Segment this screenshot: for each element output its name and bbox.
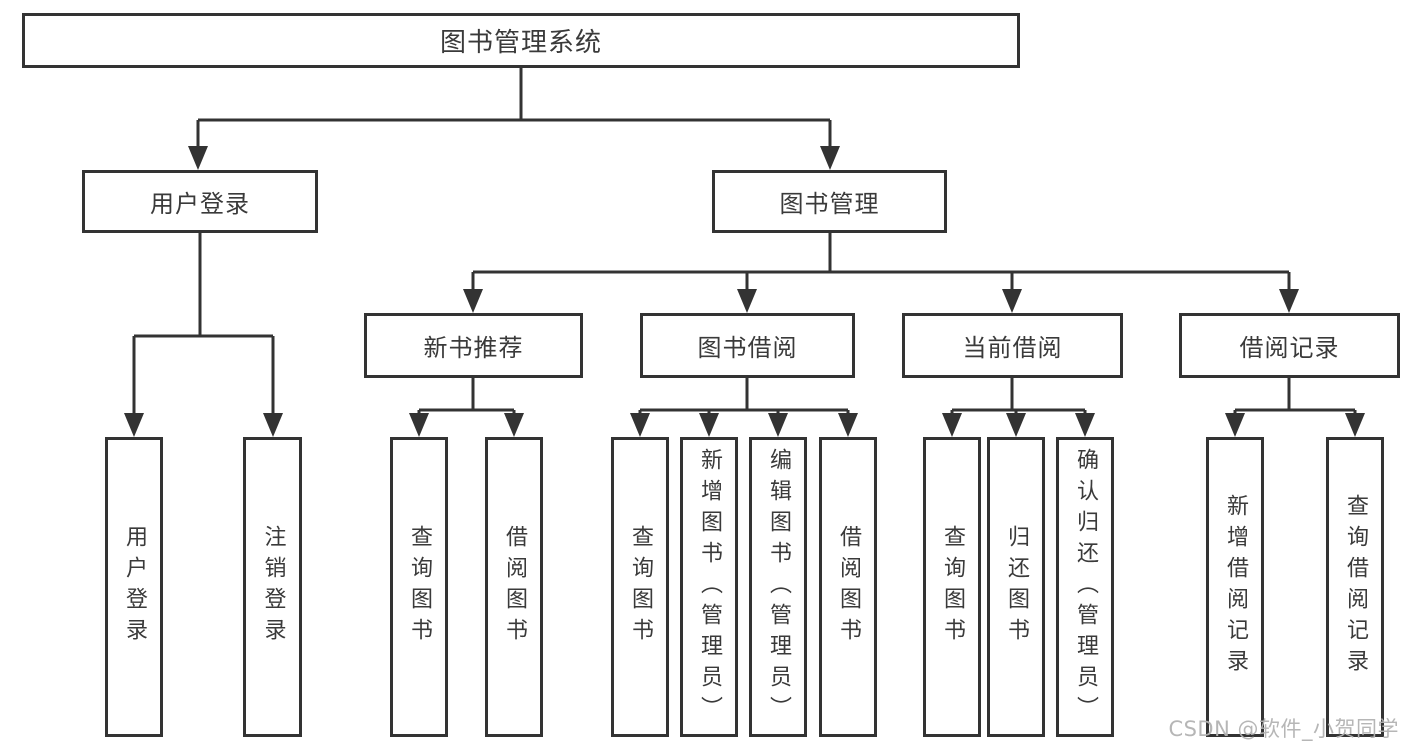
leaf-borrow-books-recommend: 借阅图书: [485, 437, 543, 737]
leaf-query-borrow-record: 查询借阅记录: [1326, 437, 1384, 737]
leaf-add-borrow-record: 新增借阅记录: [1206, 437, 1264, 737]
node-user-login: 用户登录: [82, 170, 318, 233]
node-label: 查询图书: [407, 525, 432, 649]
leaf-edit-books-admin: 编辑图书（管理员）: [749, 437, 807, 737]
node-label: 查询借阅记录: [1343, 494, 1368, 680]
node-label: 当前借阅: [962, 334, 1063, 362]
node-label: 借阅图书: [502, 525, 527, 649]
node-label: 借阅记录: [1239, 334, 1340, 362]
node-label: 查询图书: [628, 525, 653, 649]
leaf-add-books-admin: 新增图书（管理员）: [680, 437, 738, 737]
node-label: 注销登录: [260, 525, 286, 649]
node-label: 查询图书: [940, 525, 965, 649]
node-label: 编辑图书（管理员）: [766, 447, 791, 727]
node-label: 新增借阅记录: [1223, 494, 1248, 680]
leaf-confirm-return-admin: 确认归还（管理员）: [1056, 437, 1114, 737]
node-library-management-system: 图书管理系统: [22, 13, 1020, 68]
node-label: 归还图书: [1004, 525, 1029, 649]
node-new-book-recommendation: 新书推荐: [364, 313, 583, 378]
node-book-management: 图书管理: [712, 170, 947, 233]
leaf-query-books-borrow: 查询图书: [611, 437, 669, 737]
leaf-query-books-current: 查询图书: [923, 437, 981, 737]
node-label: 图书借阅: [697, 334, 798, 362]
node-borrowing-records: 借阅记录: [1179, 313, 1400, 378]
leaf-query-books-recommend: 查询图书: [390, 437, 448, 737]
leaf-borrow-books: 借阅图书: [819, 437, 877, 737]
leaf-return-books: 归还图书: [987, 437, 1045, 737]
node-label: 图书管理: [779, 190, 880, 218]
node-label: 图书管理系统: [439, 28, 602, 58]
node-label: 新增图书（管理员）: [697, 447, 722, 727]
node-label: 确认归还（管理员）: [1073, 447, 1098, 727]
node-label: 用户登录: [150, 190, 250, 218]
node-current-borrowing: 当前借阅: [902, 313, 1123, 378]
leaf-user-login: 用户登录: [105, 437, 163, 737]
node-label: 用户登录: [122, 525, 147, 649]
node-label: 借阅图书: [836, 525, 861, 649]
node-label: 新书推荐: [423, 334, 524, 362]
leaf-logout: 注销登录: [243, 437, 302, 737]
node-book-borrowing: 图书借阅: [640, 313, 855, 378]
watermark: CSDN @软件_小贺同学: [1168, 717, 1399, 741]
